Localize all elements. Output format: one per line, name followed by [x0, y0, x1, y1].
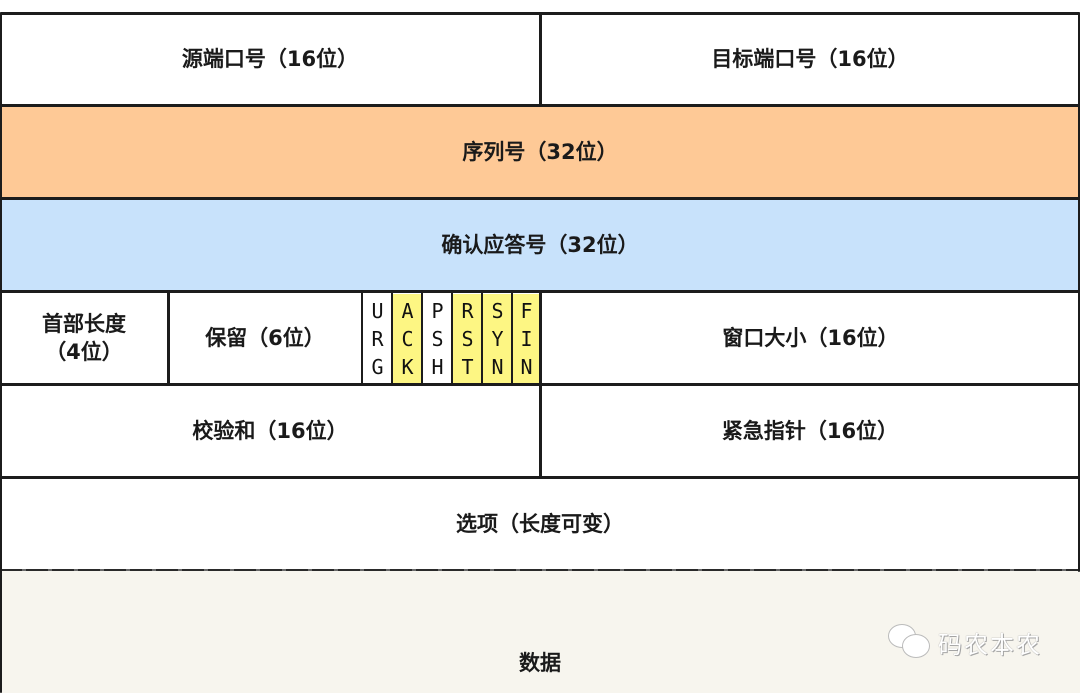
options-label: 选项（长度可变）	[456, 511, 624, 536]
watermark: 码农本农	[888, 624, 1042, 660]
divider-flag-3	[451, 290, 453, 385]
urgent-pointer-label: 紧急指针（16位）	[721, 418, 899, 443]
divider-flag-2	[421, 290, 423, 385]
header-length-label-line1: 首部长度	[42, 312, 126, 337]
options-field: 选项（长度可变）	[0, 478, 1080, 571]
sequence-number-field: 序列号（32位）	[0, 106, 1080, 199]
window-size-field: 窗口大小（16位）	[541, 292, 1080, 385]
destination-port-field: 目标端口号（16位）	[540, 14, 1080, 106]
urgent-pointer-field: 紧急指针（16位）	[540, 385, 1080, 478]
destination-port-label: 目标端口号（16位）	[711, 47, 909, 72]
border-row-6	[0, 569, 1080, 571]
source-port-label: 源端口号（16位）	[181, 47, 359, 72]
acknowledgment-number-field: 确认应答号（32位）	[0, 199, 1080, 292]
divider-row5-middle	[539, 383, 542, 478]
checksum-field: 校验和（16位）	[0, 385, 540, 478]
border-row-2	[0, 197, 1080, 200]
data-label: 数据	[519, 651, 561, 676]
acknowledgment-number-label: 确认应答号（32位）	[441, 232, 639, 257]
flag-psh: P S H	[423, 294, 452, 383]
flag-urg: U R G	[363, 294, 392, 383]
watermark-text: 码农本农	[938, 630, 1042, 659]
divider-header-length	[167, 290, 170, 385]
source-port-field: 源端口号（16位）	[0, 14, 540, 106]
flag-fin: F I N	[513, 294, 540, 383]
flag-syn: S Y N	[483, 294, 512, 383]
divider-flag-1	[391, 290, 393, 385]
sequence-number-label: 序列号（32位）	[462, 139, 618, 164]
divider-row1-middle	[539, 12, 542, 106]
header-length-label-line2: （4位）	[45, 339, 123, 364]
divider-flag-5	[511, 290, 513, 385]
divider-window	[539, 290, 542, 385]
border-left	[0, 12, 2, 693]
flag-ack: A C K	[393, 294, 422, 383]
checksum-label: 校验和（16位）	[192, 418, 348, 443]
divider-reserved	[361, 290, 363, 385]
wechat-icon	[888, 624, 932, 660]
border-right	[1078, 12, 1080, 572]
reserved-label: 保留（6位）	[205, 325, 325, 350]
header-length-field: 首部长度 （4位）	[0, 292, 168, 385]
reserved-field: 保留（6位）	[168, 292, 362, 385]
flag-rst: R S T	[453, 294, 482, 383]
divider-flag-4	[481, 290, 483, 385]
window-size-label: 窗口大小（16位）	[722, 325, 899, 350]
